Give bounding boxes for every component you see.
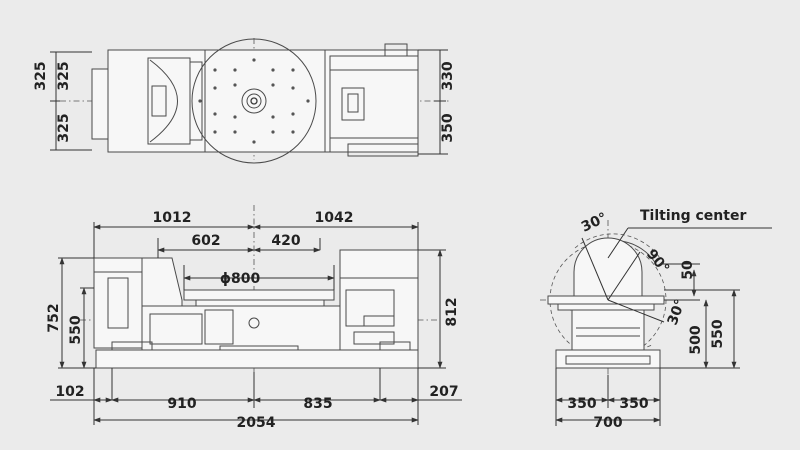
dim-1012: 1012	[153, 210, 192, 226]
dim-2054: 2054	[237, 415, 276, 431]
angle-90: 90°	[643, 246, 672, 277]
dim-752: 752	[46, 303, 62, 332]
tilting-center-label: Tilting center	[640, 208, 746, 224]
dim-top-left-2: 325	[33, 61, 49, 90]
dim-910: 910	[167, 396, 196, 412]
dim-50: 50	[680, 260, 696, 280]
dim-812: 812	[444, 297, 460, 326]
dim-350-left: 350	[567, 396, 596, 412]
dim-350-right: 350	[619, 396, 648, 412]
dim-550-side: 550	[710, 319, 726, 348]
dim-500: 500	[688, 325, 704, 354]
top-view: 325 325 325 330 350	[33, 38, 456, 164]
angle-30-top: 30°	[579, 210, 610, 236]
dim-550-front: 550	[68, 315, 84, 344]
dim-1042: 1042	[315, 210, 354, 226]
dim-420: 420	[271, 233, 300, 249]
dim-207: 207	[429, 384, 458, 400]
dim-top-right-1: 330	[440, 61, 456, 90]
dim-top-left-3: 325	[56, 113, 72, 142]
front-view: 1012 1042 602 420 ϕ800 752 550 812	[46, 205, 462, 431]
side-view: Tilting center 30° 90° 30° 50 500 550 35…	[540, 208, 772, 431]
dim-top-right-2: 350	[440, 113, 456, 142]
dim-top-left-1: 325	[56, 61, 72, 90]
dim-phi800: ϕ800	[220, 271, 261, 287]
dim-602: 602	[191, 233, 220, 249]
dim-835: 835	[303, 396, 332, 412]
dim-700: 700	[593, 415, 622, 431]
dim-102: 102	[55, 384, 84, 400]
angle-30-bottom: 30°	[665, 297, 689, 327]
